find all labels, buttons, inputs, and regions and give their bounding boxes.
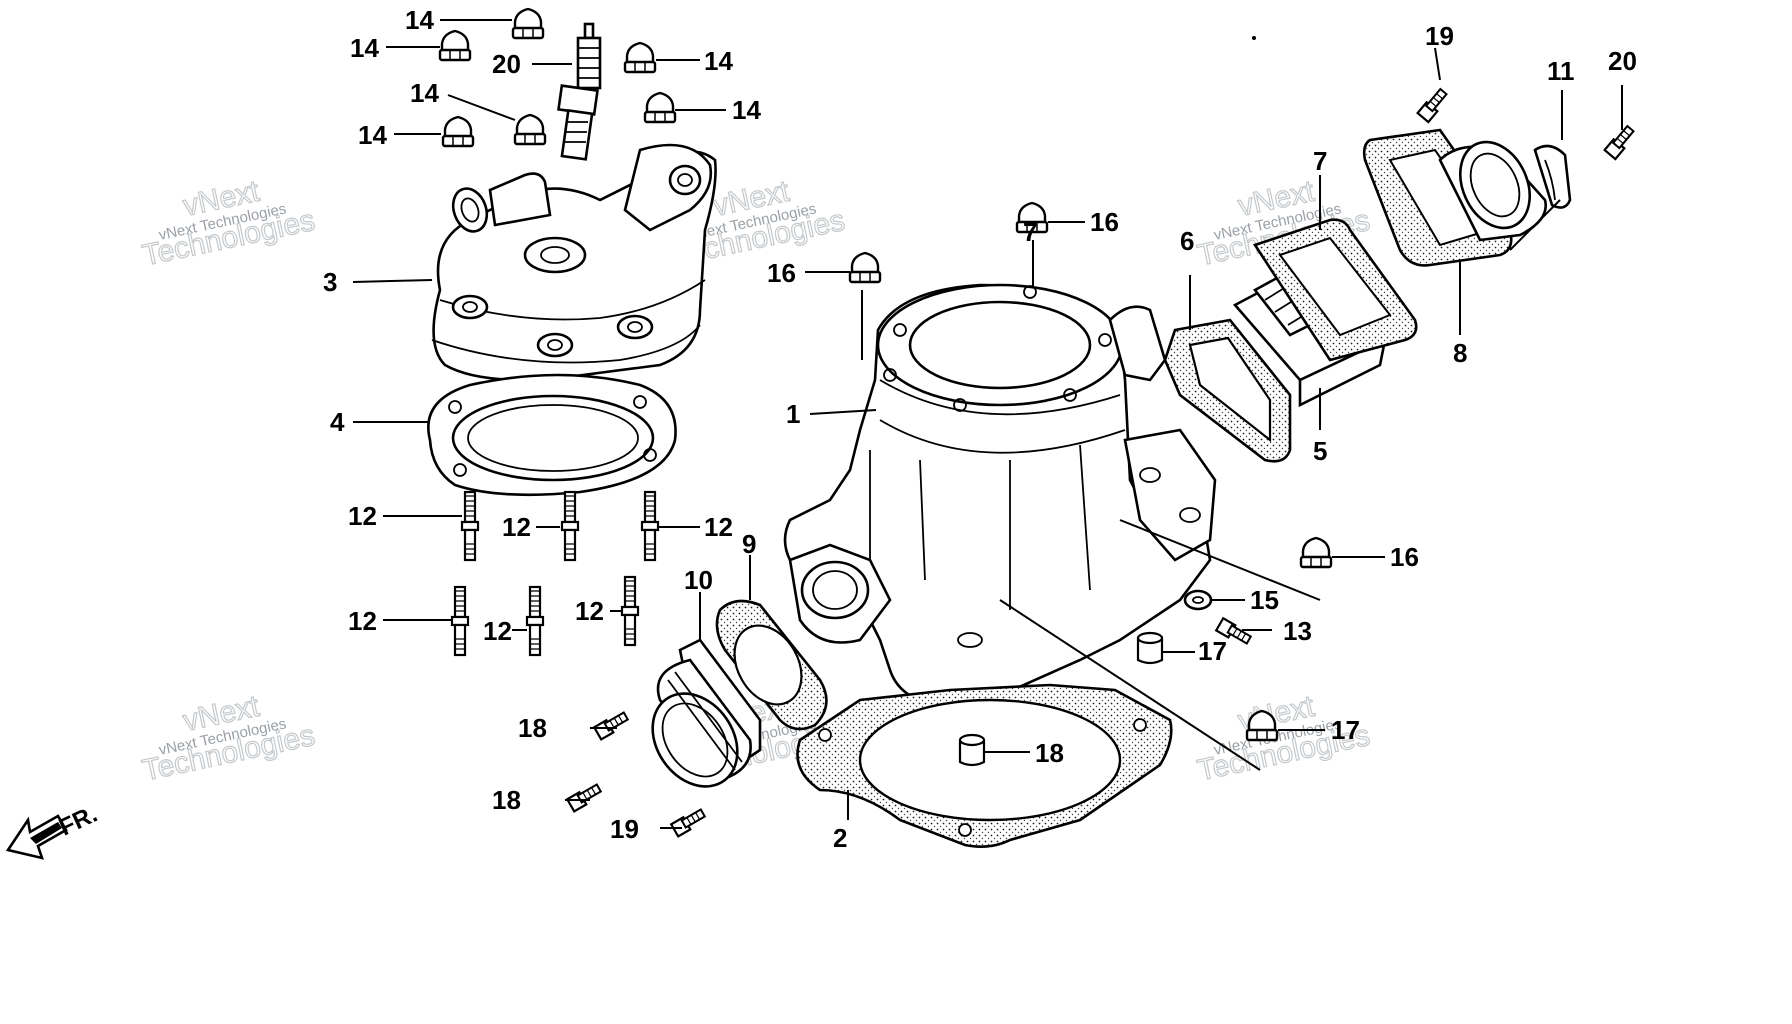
intake-gasket[interactable] [715, 599, 828, 731]
cap-nut[interactable] [511, 7, 545, 40]
part-label-13: 13 [1283, 616, 1312, 646]
part-label-14: 14 [358, 120, 387, 150]
part-label-17: 18 [1035, 738, 1064, 768]
stray-dot [1252, 36, 1256, 40]
part-label-3: 3 [323, 267, 337, 297]
stud-bolt[interactable] [640, 490, 660, 562]
stud-bolt[interactable] [560, 490, 580, 562]
part-label-2: 2 [833, 823, 847, 853]
front-direction-label: FR. [55, 801, 101, 842]
cap-nut[interactable] [513, 113, 547, 146]
part-label-4: 4 [330, 407, 345, 437]
dowel-pin[interactable] [958, 733, 986, 767]
cap-nut[interactable] [438, 29, 472, 62]
stud-bolt[interactable] [450, 585, 470, 657]
part-label-14: 14 [410, 78, 439, 108]
part-label-6: 6 [1180, 226, 1194, 256]
part-label-7: 7 [1023, 217, 1037, 247]
part-label-12: 12 [348, 501, 377, 531]
part-label-19: 20 [1608, 46, 1637, 76]
part-label-14: 14 [732, 95, 761, 125]
part-label-15: 15 [1250, 585, 1279, 615]
base-gasket[interactable] [796, 683, 1173, 848]
cap-nut[interactable] [643, 91, 677, 124]
reed-cage-gasket[interactable] [1252, 218, 1418, 362]
part-label-12: 12 [502, 512, 531, 542]
part-label-16: 16 [767, 258, 796, 288]
cylinder[interactable] [783, 283, 1217, 707]
part-label-16: 17 [1331, 715, 1360, 745]
part-label-19: 19 [1425, 21, 1454, 51]
leader-lines [352, 19, 1623, 829]
part-label-12: 12 [483, 616, 512, 646]
dowel-pin[interactable] [1136, 631, 1164, 665]
part-label-18: 18 [518, 713, 547, 743]
head-gasket[interactable] [427, 373, 677, 497]
part-label-14: 14 [704, 46, 733, 76]
part-label-12: 12 [348, 606, 377, 636]
part-label-18: 18 [492, 785, 521, 815]
reed-valve-gasket[interactable] [1163, 318, 1292, 463]
flange-nut[interactable] [1299, 536, 1333, 569]
part-labels: 14 14 20 14 14 14 14 16 16 16 17 3 4 1 1… [323, 5, 1637, 853]
part-label-20: 20 [492, 49, 521, 79]
part-label-14: 14 [405, 5, 434, 35]
part-label-18: 19 [610, 814, 639, 844]
part-label-16: 16 [1090, 207, 1119, 237]
washer[interactable] [1183, 589, 1213, 611]
part-label-12: 12 [575, 596, 604, 626]
part-label-5: 5 [1313, 436, 1327, 466]
part-label-7: 7 [1313, 146, 1327, 176]
hose-clamp[interactable] [1533, 144, 1572, 209]
intake-boot[interactable] [1362, 128, 1547, 267]
stud-bolt[interactable] [525, 585, 545, 657]
part-label-16: 16 [1390, 542, 1419, 572]
flange-bolt[interactable] [1411, 86, 1455, 126]
part-label-1: 1 [786, 399, 800, 429]
part-label-14: 14 [350, 33, 379, 63]
stud-bolt[interactable] [620, 575, 640, 647]
cap-nut[interactable] [441, 115, 475, 148]
part-label-9: 9 [742, 529, 756, 559]
part-label-12: 12 [704, 512, 733, 542]
part-label-11: 11 [1547, 56, 1575, 86]
flange-bolt[interactable] [593, 711, 629, 741]
flange-nut[interactable] [1245, 709, 1279, 742]
stud-bolt[interactable] [460, 490, 480, 562]
part-label-17: 17 [1198, 636, 1227, 666]
flange-bolt[interactable] [670, 808, 706, 838]
flange-bolt[interactable] [1598, 123, 1642, 163]
cap-nut[interactable] [623, 41, 657, 74]
front-direction-arrow: FR. [5, 801, 102, 860]
flange-nut[interactable] [848, 251, 882, 284]
spark-plug[interactable] [557, 22, 602, 161]
cylinder-head[interactable] [431, 143, 717, 382]
part-label-8: 8 [1453, 338, 1467, 368]
intake-pipe[interactable] [635, 638, 762, 803]
flange-bolt[interactable] [566, 783, 602, 813]
part-label-10: 10 [684, 565, 713, 595]
